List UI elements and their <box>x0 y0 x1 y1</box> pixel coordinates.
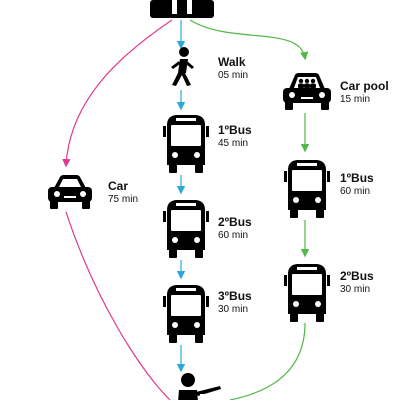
carpool-name: Car pool <box>340 79 389 93</box>
bus3-center-name: 3ºBus <box>218 289 252 303</box>
walk-step-label: Walk 05 min <box>218 55 249 81</box>
route-bus2-to-destination <box>229 322 306 400</box>
bus-icon-center-3 <box>163 285 209 343</box>
car-icon <box>48 175 92 209</box>
bus1-center-duration: 45 min <box>218 137 249 149</box>
bus2-right-name: 2ºBus <box>340 269 374 283</box>
bus1-center-name: 1ºBus <box>218 123 252 137</box>
building-icon <box>150 0 214 18</box>
bus1-right-name: 1ºBus <box>340 171 374 185</box>
car-step-label: Car 75 min <box>108 179 139 205</box>
pedestrian-icon <box>171 47 194 86</box>
carpool-duration: 15 min <box>340 93 371 105</box>
carpool-route <box>189 19 310 400</box>
person-icon <box>178 373 221 400</box>
bus2-center-duration: 60 min <box>218 229 249 241</box>
bus-icon-right-2 <box>284 264 330 322</box>
route-origin-to-carpool <box>189 19 309 61</box>
car-name: Car <box>108 179 129 193</box>
carpool-step-label: Car pool 15 min <box>340 79 389 105</box>
bus3-center-label: 3ºBus 30 min <box>218 289 252 315</box>
bus3-center-duration: 30 min <box>218 303 249 315</box>
bus-icon-center-2 <box>163 200 209 258</box>
bus2-right-label: 2ºBus 30 min <box>340 269 374 295</box>
bus-icon-right-1 <box>284 160 330 218</box>
bus2-center-name: 2ºBus <box>218 215 252 229</box>
bus2-center-label: 2ºBus 60 min <box>218 215 252 241</box>
car-duration: 75 min <box>108 193 139 205</box>
bus-icon-center-1 <box>163 115 209 173</box>
car-route <box>62 19 173 168</box>
walk-duration: 05 min <box>218 69 249 81</box>
bus2-right-duration: 30 min <box>340 283 371 295</box>
bus1-right-label: 1ºBus 60 min <box>340 171 374 197</box>
bus1-center-label: 1ºBus 45 min <box>218 123 252 149</box>
walk-name: Walk <box>218 55 246 69</box>
carpool-icon <box>283 73 331 110</box>
car-route-to-destination <box>65 211 171 400</box>
bus1-right-duration: 60 min <box>340 185 371 197</box>
